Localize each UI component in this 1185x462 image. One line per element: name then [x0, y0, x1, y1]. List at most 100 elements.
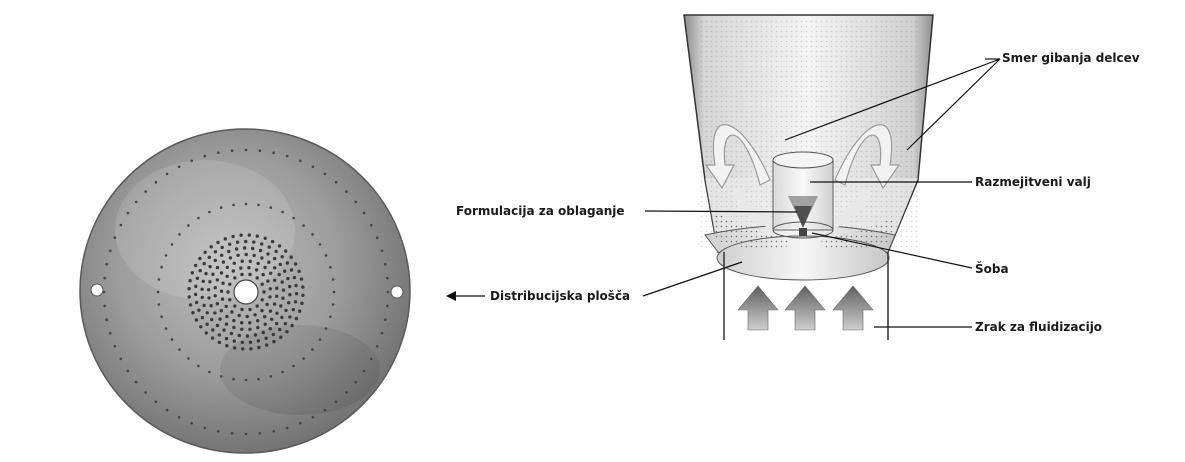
plate-hole: [265, 343, 268, 346]
plate-hole: [220, 309, 223, 312]
plate-hole: [245, 253, 248, 256]
plate-hole: [105, 318, 108, 321]
plate-hole: [278, 273, 281, 276]
plate-hole: [135, 381, 138, 384]
plate-hole: [287, 301, 290, 304]
plate-hole: [194, 285, 197, 288]
plate-hole: [221, 282, 224, 285]
plate-hole: [253, 313, 256, 316]
plate-hole: [261, 298, 264, 301]
plate-hole: [329, 316, 332, 319]
plate-hole: [284, 322, 287, 325]
plate-hole: [207, 296, 210, 299]
plate-hole: [208, 371, 211, 374]
plate-hole: [233, 304, 236, 307]
plate-hole: [325, 327, 328, 330]
plate-hole: [257, 378, 260, 381]
plate-hole: [370, 224, 373, 227]
plate-hole: [178, 348, 181, 351]
plate-hole: [191, 311, 194, 314]
plate-hole: [202, 304, 205, 307]
plate-hole: [239, 234, 242, 237]
plate-hole: [273, 279, 276, 282]
plate-hole: [224, 237, 227, 240]
coater-schematic: [684, 15, 933, 340]
plate-hole: [256, 276, 259, 279]
plate-hole: [225, 315, 228, 318]
plate-hole: [266, 279, 269, 282]
plate-hole: [281, 297, 284, 300]
plate-hole: [220, 375, 223, 378]
plate-hole: [384, 263, 387, 266]
plate-hole: [226, 266, 229, 269]
plate-hole: [200, 288, 203, 291]
plate-hole: [187, 357, 190, 360]
plate-hole: [284, 249, 287, 252]
plate-hole: [220, 206, 223, 209]
plate-hole: [302, 357, 305, 360]
plate-hole: [165, 327, 168, 330]
plate-hole: [230, 310, 233, 313]
plate-hole: [260, 242, 263, 245]
plate-hole: [311, 348, 314, 351]
plate-hole: [294, 300, 297, 303]
plate-hole: [268, 295, 271, 298]
plate-hole: [208, 211, 211, 214]
plate-hole: [264, 323, 267, 326]
plate-hole: [203, 251, 206, 254]
plate-hole: [157, 291, 160, 294]
plate-hole: [311, 233, 314, 236]
plate-hole: [197, 309, 200, 312]
plate-hole: [279, 304, 282, 307]
plate-hole: [381, 332, 384, 335]
plate-hole: [280, 316, 283, 319]
plate-hole: [332, 303, 335, 306]
plate-hole: [288, 293, 291, 296]
plate-hole: [155, 401, 158, 404]
plate-hole: [103, 305, 106, 308]
plate-hole: [273, 257, 276, 260]
plate-hole: [256, 262, 259, 265]
plate-hole: [197, 365, 200, 368]
plate-hole: [187, 224, 190, 227]
plate-hole: [259, 432, 262, 435]
plate-hole: [198, 257, 201, 260]
plate-hole: [292, 308, 295, 311]
plate-hole: [263, 315, 266, 318]
plate-hole: [103, 291, 106, 294]
plate-hole: [165, 254, 168, 257]
plate-hole: [269, 309, 272, 312]
plate-hole: [216, 241, 219, 244]
plate-hole: [273, 302, 276, 305]
plate-hole: [204, 155, 207, 158]
plate-hole: [244, 240, 247, 243]
plate-hole: [275, 295, 278, 298]
plate-hole: [281, 371, 284, 374]
plate-hole: [324, 173, 327, 176]
plate-hole: [233, 276, 236, 279]
plate-hole: [300, 277, 303, 280]
plate-hole: [329, 266, 332, 269]
plate-hole: [178, 233, 181, 236]
plate-hole: [216, 302, 219, 305]
plate-hole: [279, 336, 282, 339]
plate-hole: [325, 254, 328, 257]
plate-hole: [232, 326, 235, 329]
plate-hole: [381, 250, 384, 253]
plate-hole: [263, 266, 266, 269]
plate-hole: [345, 190, 348, 193]
plate-hole: [201, 316, 204, 319]
plate-hole: [127, 212, 130, 215]
plate-hole: [160, 316, 163, 319]
plate-hole: [267, 261, 270, 264]
plate-hole: [270, 206, 273, 209]
plate-hole: [256, 326, 259, 329]
plate-hole: [290, 268, 293, 271]
plate-hole: [261, 283, 264, 286]
plate-hole: [285, 330, 288, 333]
plate-hole: [295, 292, 298, 295]
plate-hole: [319, 338, 322, 341]
plate-hole: [257, 204, 260, 207]
plate-hole: [233, 339, 236, 342]
plate-hole: [194, 293, 197, 296]
